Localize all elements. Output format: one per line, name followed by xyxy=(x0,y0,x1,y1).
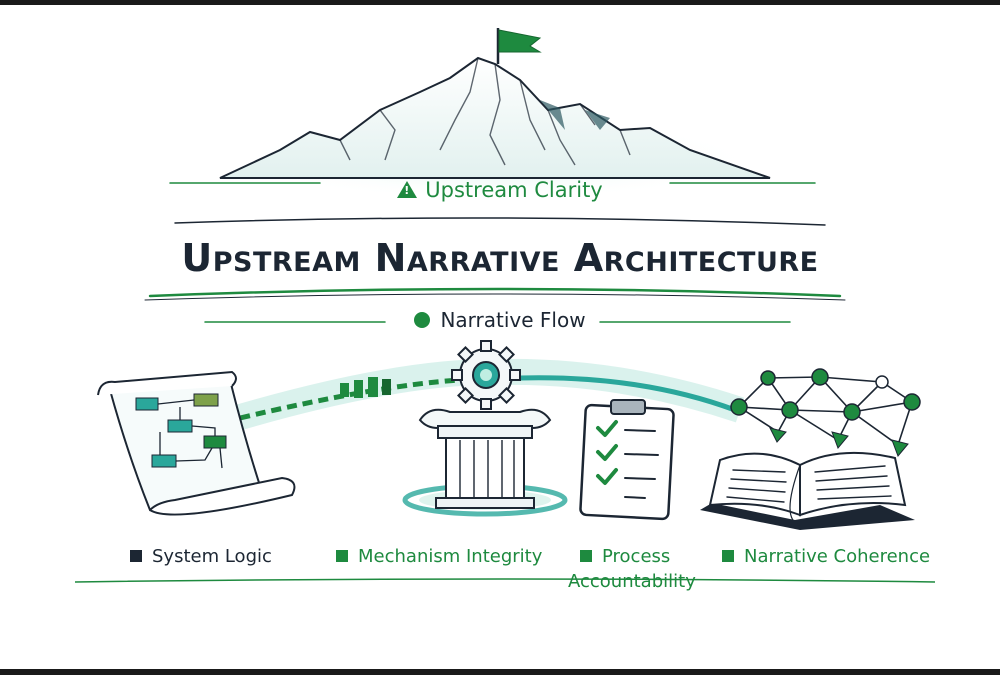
divider-lines xyxy=(144,182,846,323)
label-mechanism-integrity: Mechanism Integrity xyxy=(336,546,542,567)
scroll-flowchart-icon xyxy=(97,370,296,516)
label-text: Mechanism Integrity xyxy=(358,546,543,567)
label-narrative-coherence: Narrative Coherence xyxy=(722,546,930,567)
open-book-network-icon xyxy=(700,368,921,530)
narrative-flow-heading: Narrative Flow xyxy=(0,308,1000,332)
square-bullet-icon xyxy=(580,550,592,562)
page-title: Upstream Narrative Architecture xyxy=(181,236,819,280)
top-frame-bar xyxy=(0,0,1000,5)
narrative-flow-text: Narrative Flow xyxy=(440,308,586,332)
green-dot-icon xyxy=(414,312,431,328)
label-text: Narrative Coherence xyxy=(744,546,931,567)
upstream-clarity-text: Upstream Clarity xyxy=(425,178,603,202)
mountain-icon xyxy=(219,28,771,200)
label-system-logic: System Logic xyxy=(130,546,272,567)
clipboard-checklist-icon xyxy=(579,399,675,521)
square-bullet-icon xyxy=(336,550,348,562)
square-bullet-icon xyxy=(722,550,734,562)
upstream-clarity-heading: Upstream Clarity xyxy=(0,178,1000,202)
bottom-divider xyxy=(74,578,936,583)
square-bullet-icon xyxy=(130,550,142,562)
warning-triangle-icon xyxy=(397,181,418,198)
label-accountability: Accountability xyxy=(568,571,696,592)
label-process: Process xyxy=(580,546,670,567)
gear-pillar-icon xyxy=(402,340,568,517)
label-text: Process xyxy=(602,546,671,567)
label-text: System Logic xyxy=(152,546,272,567)
bottom-frame-bar xyxy=(0,669,1000,675)
